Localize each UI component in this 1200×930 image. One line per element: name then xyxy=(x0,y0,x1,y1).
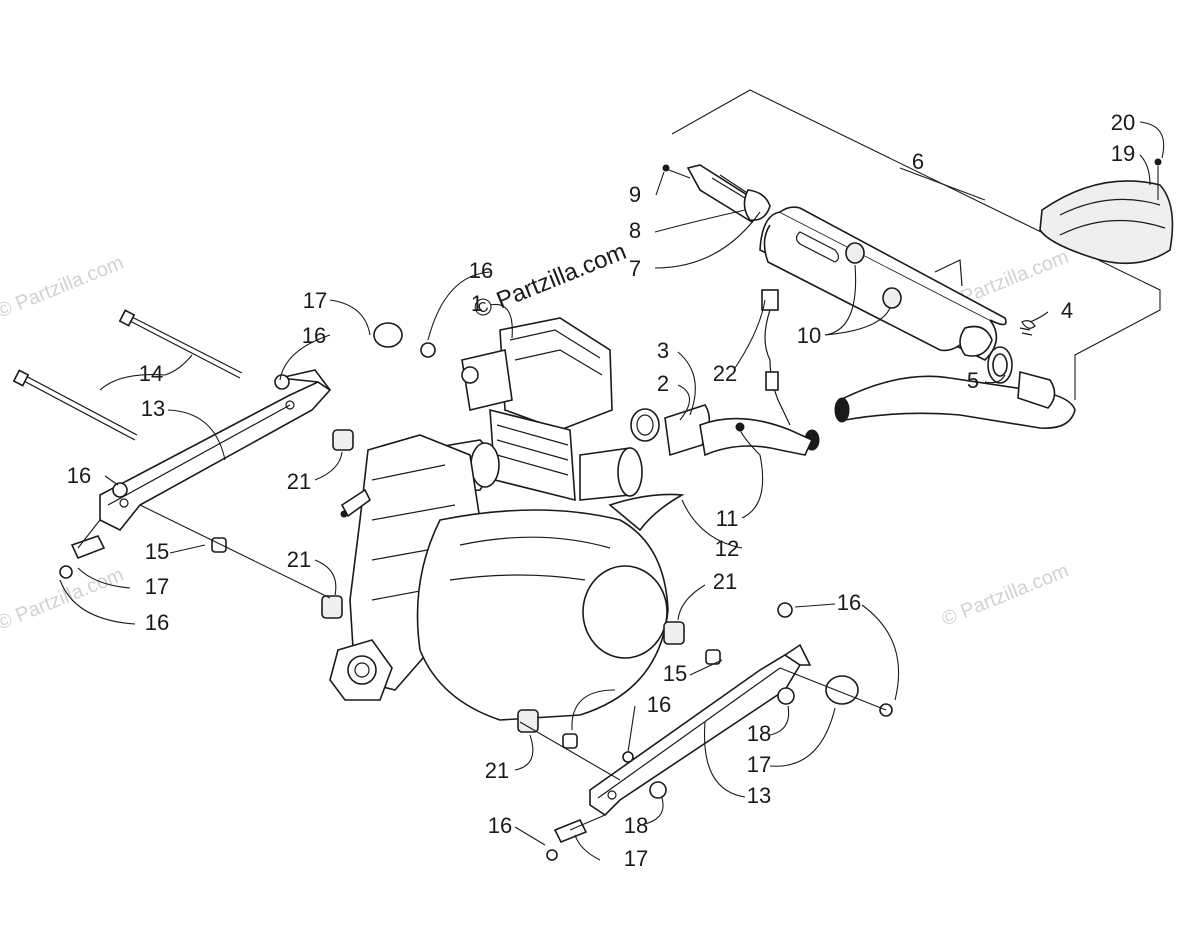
front-bracket-part xyxy=(12,309,332,532)
callout-17-bottom: 17 xyxy=(624,846,648,871)
callout-19: 19 xyxy=(1111,141,1135,166)
leader-lines xyxy=(59,121,1165,861)
callout-16-lower-left: 16 xyxy=(145,610,169,635)
watermark-left-top: © Partzilla.com xyxy=(0,252,127,323)
callout-21-right: 21 xyxy=(713,569,737,594)
callout-8: 8 xyxy=(629,218,641,243)
callout-21-upper: 21 xyxy=(287,469,311,494)
callout-16-left: 16 xyxy=(67,463,91,488)
callout-18-bottom: 18 xyxy=(624,813,648,838)
callout-13-rear: 13 xyxy=(747,783,771,808)
callout-14: 14 xyxy=(139,361,163,386)
mount-hardware xyxy=(59,322,893,861)
exhaust-pipe-part xyxy=(834,320,1076,429)
heat-shield-part xyxy=(1039,158,1174,265)
callout-10: 10 xyxy=(797,323,821,348)
callout-16-right: 16 xyxy=(837,590,861,615)
callout-17-left: 17 xyxy=(145,574,169,599)
callout-labels: 1 2 3 4 5 6 7 8 9 10 11 12 13 13 14 15 1… xyxy=(67,110,1135,871)
callout-15-front: 15 xyxy=(145,539,169,564)
callout-21-left: 21 xyxy=(287,547,311,572)
grommet-parts xyxy=(845,242,902,309)
callout-16-upper-left: 16 xyxy=(302,323,326,348)
watermark-primary: © Partzilla.com xyxy=(470,238,630,324)
exhaust-group-bracket xyxy=(671,89,1161,400)
callout-22: 22 xyxy=(713,361,737,386)
callout-1: 1 xyxy=(471,291,483,316)
callout-21-bottom: 21 xyxy=(485,758,509,783)
callout-7: 7 xyxy=(629,256,641,281)
callout-5: 5 xyxy=(967,368,979,393)
rear-bracket-part xyxy=(589,643,812,817)
callout-6: 6 xyxy=(912,149,924,174)
muffler-part xyxy=(759,206,1007,361)
header-pipe-part xyxy=(630,404,814,457)
callout-16-bottom: 16 xyxy=(488,813,512,838)
callout-17-top: 17 xyxy=(303,288,327,313)
engine-part xyxy=(329,317,685,721)
exhaust-inlet-part xyxy=(662,164,771,224)
callout-13-front: 13 xyxy=(141,396,165,421)
callout-16-center: 16 xyxy=(647,692,671,717)
callout-3: 3 xyxy=(657,338,669,363)
callout-9: 9 xyxy=(629,182,641,207)
callout-17-right: 17 xyxy=(747,752,771,777)
callout-12: 12 xyxy=(715,536,739,561)
callout-11: 11 xyxy=(716,506,739,531)
callout-20: 20 xyxy=(1111,110,1135,135)
watermark-right-bottom: © Partzilla.com xyxy=(939,560,1072,631)
callout-4: 4 xyxy=(1061,298,1073,323)
callout-18-right: 18 xyxy=(747,721,771,746)
callout-15-rear: 15 xyxy=(663,661,687,686)
callout-16-top: 16 xyxy=(469,258,493,283)
callout-2: 2 xyxy=(657,371,669,396)
